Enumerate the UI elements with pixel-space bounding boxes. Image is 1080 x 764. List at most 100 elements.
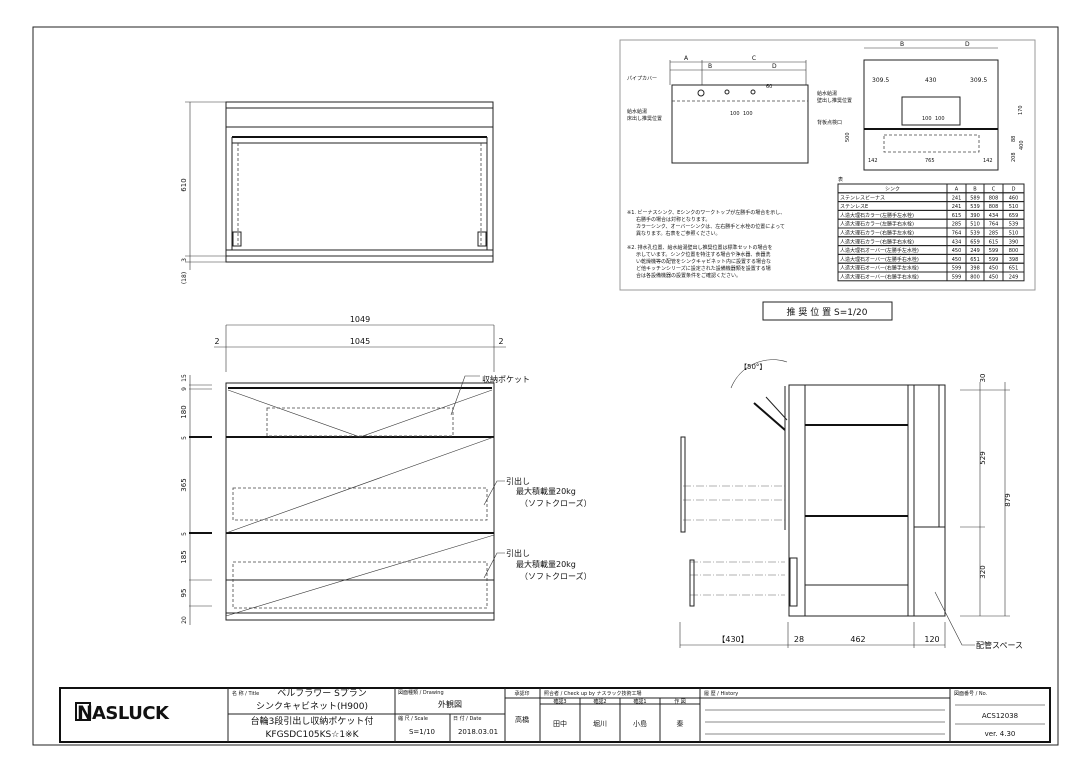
- plan-dim-60: 60: [766, 84, 772, 90]
- title-label: 名 称 / Title: [232, 690, 259, 697]
- table-cell: 764: [989, 222, 999, 228]
- table-header: [837, 183, 1025, 194]
- table-cell: 808: [989, 195, 999, 201]
- approval-label: 承認印: [514, 690, 529, 697]
- table-cell: 599: [989, 257, 999, 263]
- nasluck-logo: N ASLUCK: [75, 702, 171, 724]
- table-cell: 450: [952, 257, 962, 263]
- dim-left-8: 20: [181, 616, 188, 624]
- dim-back: 120: [924, 635, 939, 644]
- table-cell: 460: [1009, 195, 1019, 201]
- drawer1-capacity: 最大積載量20kg: [516, 486, 576, 496]
- checker-name: 田中: [553, 719, 567, 728]
- dim-left-6: 185: [180, 550, 188, 563]
- table-cell: 249: [970, 248, 980, 254]
- table-cell: 510: [1009, 231, 1019, 237]
- drawer2-label: 引出し: [506, 548, 530, 558]
- table-cell: 390: [970, 213, 980, 219]
- table-cell: 人造大理石カラー(左勝手右水栓): [840, 221, 914, 228]
- date-value: 2018.03.01: [458, 728, 498, 736]
- dim-left-3: 5: [181, 436, 188, 440]
- title-line: 台輪3段引出し収納ポケット付: [251, 715, 374, 727]
- table-cell: 人造大理石オーバー(左勝手右水栓): [840, 256, 919, 263]
- version: ver. 4.30: [985, 730, 1016, 738]
- plan-dim-100a: 100: [730, 111, 740, 117]
- dim-height: 610: [180, 178, 188, 191]
- elev-dim-765: 765: [925, 158, 935, 164]
- table-cell: 390: [1009, 239, 1019, 245]
- table-cell: 434: [952, 239, 962, 245]
- note-line: カラーシンク、オーバーシンクは、左右勝手と水栓の位置によって: [636, 223, 785, 230]
- table-cell: 615: [989, 239, 999, 245]
- elev-dim-b: B: [900, 41, 904, 48]
- table-cell: 398: [1009, 257, 1019, 263]
- table-cell: シンク: [885, 187, 900, 193]
- table-cell: 659: [1009, 213, 1019, 219]
- note-line: ※1. ビーナスシンク、Eシンクのワークトップが左勝手の場合を示し、: [627, 209, 785, 216]
- drawing-label: 図面種類 / Drawing: [398, 689, 444, 696]
- elev-dim-100b: 100: [935, 116, 945, 122]
- elev-dim-400: 400: [1019, 140, 1025, 150]
- table-cell: 764: [952, 231, 962, 237]
- dim-left-4: 365: [180, 478, 188, 491]
- table-cell: 510: [1009, 204, 1019, 210]
- table-cell: 599: [952, 266, 962, 272]
- plan-dim-d: D: [772, 63, 777, 70]
- plan-dim-100b: 100: [743, 111, 753, 117]
- reference-caption-box: [762, 301, 893, 321]
- dim-top: 30: [979, 374, 987, 383]
- table-cell: 651: [970, 257, 980, 263]
- elev-dim-309a: 309.5: [872, 77, 889, 84]
- dim-left-5: 5: [181, 532, 188, 536]
- elev-dim-142b: 142: [983, 158, 993, 164]
- elev-dim-100a: 100: [922, 116, 932, 122]
- plan-water-position: 床出し推奨位置: [627, 115, 662, 122]
- elev-water-label: 給水給湯: [817, 90, 837, 97]
- label-pipe-space: 配管スペース: [976, 640, 1023, 650]
- table-cell: C: [992, 187, 996, 193]
- dim-inner-width: 1045: [350, 337, 370, 346]
- checker-role: 確認1: [633, 698, 646, 705]
- table-cell: 450: [989, 275, 999, 281]
- table-cell: 808: [989, 204, 999, 210]
- table-cell: 285: [952, 222, 962, 228]
- elev-dim-170: 170: [1018, 105, 1024, 115]
- dim-left-7: 95: [180, 589, 188, 598]
- table-cell: 510: [970, 222, 980, 228]
- dim-drawer-extension: 【430】: [717, 635, 748, 644]
- table-cell: 599: [989, 248, 999, 254]
- checker-role: 確認2: [593, 698, 606, 705]
- table-cell: D: [1012, 187, 1016, 193]
- elev-dim-88: 88: [1011, 136, 1017, 142]
- title-block: N ASLUCK 名 称 / Title ベルフラワー Sプラン シンクキャビネ…: [59, 687, 1051, 743]
- table-cell: 249: [1009, 275, 1019, 281]
- table-cell: 434: [989, 213, 999, 219]
- note-line: 合は各設備機器の設置条件をご確認ください。: [636, 272, 741, 279]
- elev-dim-208: 208: [1011, 152, 1017, 162]
- label-pipe-cover: パイプカバー: [627, 76, 657, 82]
- svg-text:N: N: [77, 702, 93, 724]
- elev-water-position: 壁出し推奨位置: [817, 97, 852, 104]
- drawer2-softclose: （ソフトクローズ）: [520, 571, 592, 581]
- table-cell: 599: [952, 275, 962, 281]
- elev-dim-500: 500: [845, 132, 851, 142]
- table-cell: ステンレスビーナス: [840, 194, 885, 201]
- table-cell: 人造大理石オーバー(右勝手左水栓): [840, 265, 919, 272]
- notes: ※1. ビーナスシンク、Eシンクのワークトップが左勝手の場合を示し、 右勝手の場…: [627, 209, 785, 279]
- dim-gap: 3: [181, 258, 188, 262]
- table-cell: 人造大理石カラー(左勝手左水栓): [840, 212, 914, 219]
- dim-upper: 529: [979, 451, 987, 464]
- table-cell: ステンレスE: [840, 204, 868, 210]
- scale-value: S=1/10: [409, 728, 435, 736]
- plan-dim-b: B: [708, 63, 712, 70]
- dim-depth: 462: [850, 635, 865, 644]
- table-cell: 615: [952, 213, 962, 219]
- dim-total-width: 1049: [350, 315, 370, 324]
- table-cell: 651: [1009, 266, 1019, 272]
- checker-name: 堀川: [593, 719, 607, 728]
- elev-dim-142a: 142: [868, 158, 878, 164]
- door-angle: 【50°】: [740, 363, 766, 371]
